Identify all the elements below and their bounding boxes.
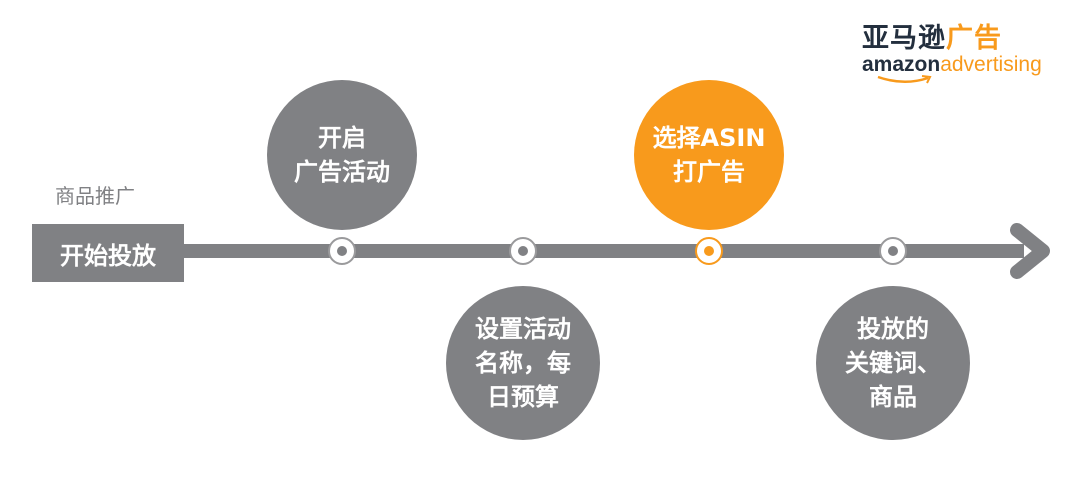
timeline-node-4 <box>879 237 907 265</box>
logo-en-dark: amazon <box>862 53 941 76</box>
step-circle-3: 选择ASIN 打广告 <box>634 80 784 230</box>
start-label-box: 开始投放 <box>32 224 184 282</box>
timeline-node-2 <box>509 237 537 265</box>
logo-en-orange: advertising <box>940 53 1042 76</box>
logo-cn-dark: 亚马逊 <box>862 23 946 54</box>
step-circle-1: 开启 广告活动 <box>267 80 417 230</box>
timeline-bar <box>184 244 1024 258</box>
amazon-smile-icon <box>877 75 932 84</box>
timeline-node-3 <box>695 237 723 265</box>
step-circle-2: 设置活动 名称，每 日预算 <box>446 286 600 440</box>
arrow-head-icon <box>1010 223 1050 279</box>
timeline-node-1 <box>328 237 356 265</box>
logo-cn-orange: 广告 <box>946 23 1002 54</box>
amazon-advertising-logo: 亚马逊广告 amazonadvertising <box>862 23 1062 84</box>
step-circle-4: 投放的 关键词、 商品 <box>816 286 970 440</box>
category-label: 商品推广 <box>55 184 135 208</box>
